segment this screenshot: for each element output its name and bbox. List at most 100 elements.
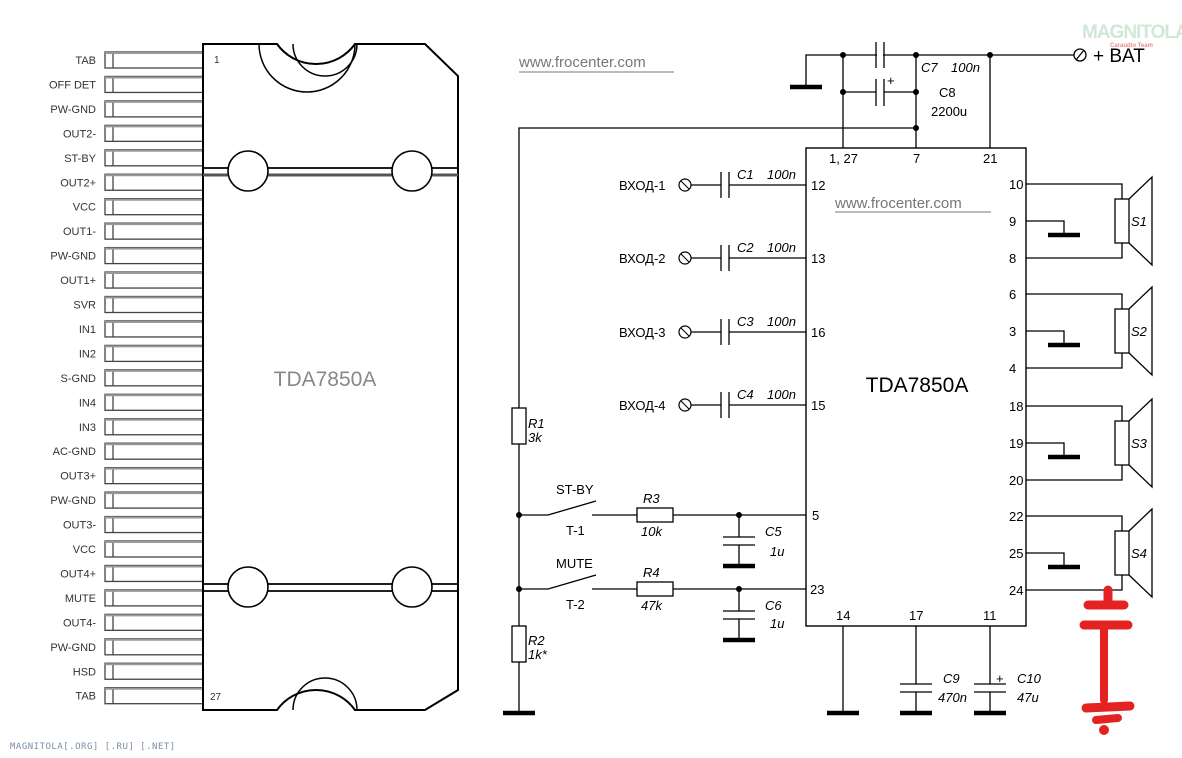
r3-resistor <box>636 507 674 523</box>
power-rail <box>518 42 1075 408</box>
speaker-icon <box>1128 285 1153 377</box>
c9-value: 470n <box>938 690 967 705</box>
pinout-pin-label: SVR <box>73 300 96 312</box>
pinout-pin-label: PW-GND <box>50 104 96 116</box>
mount-hole <box>227 150 269 192</box>
pinout-pin-label: OUT4- <box>63 617 96 629</box>
r1-value: 3k <box>528 430 543 445</box>
input-label: ВХОД-4 <box>619 398 666 413</box>
pinout-pin: OUT3- <box>63 515 204 534</box>
input-cap-value: 100n <box>767 240 796 255</box>
pinout-pin-label: HSD <box>73 666 96 678</box>
output-pin-label: 4 <box>1009 361 1016 376</box>
c10-name: C10 <box>1017 671 1042 686</box>
c8-polarity: + <box>887 73 895 88</box>
input-cap-name: C4 <box>737 387 754 402</box>
mount-hole <box>391 150 433 192</box>
pinout-pin-label: TAB <box>75 691 96 703</box>
mount-hole <box>391 566 433 608</box>
control-network <box>503 407 806 716</box>
c6-value: 1u <box>770 616 784 631</box>
input-label: ВХОД-1 <box>619 178 666 193</box>
pinout-pin-label: ST-BY <box>64 153 96 165</box>
pin-label-21: 21 <box>983 151 997 166</box>
switch-t1-name: T-1 <box>566 523 585 538</box>
input-label: ВХОД-2 <box>619 251 666 266</box>
pinout-pin-label: OUT4+ <box>60 568 96 580</box>
pinout-pin: MUTE <box>65 589 204 607</box>
pinout-pin-label: IN2 <box>79 348 96 360</box>
output-pin-label: 20 <box>1009 473 1023 488</box>
input-pin-label: 13 <box>811 251 825 266</box>
package-top-inner-arc <box>292 43 358 77</box>
output-pin-label: 24 <box>1009 583 1023 598</box>
switch-t2-label: MUTE <box>556 556 593 571</box>
magnitola-logo: MAGNITOLA <box>1082 22 1182 43</box>
pin-27-number: 27 <box>210 692 222 703</box>
input-cap-value: 100n <box>767 387 796 402</box>
bottom-network <box>827 626 1006 716</box>
r1-name: R1 <box>528 416 545 431</box>
input-cap-value: 100n <box>767 167 796 182</box>
c9-name: C9 <box>943 671 960 686</box>
pinout-pin: PW-GND <box>50 491 204 509</box>
pin-label-5: 5 <box>812 508 819 523</box>
input-channel: ВХОД-4 C4 100n 15 <box>619 387 825 418</box>
url-watermark-top: www.frocenter.com <box>518 54 646 71</box>
output-pin-label: 8 <box>1009 251 1016 266</box>
pinout-pin: TAB <box>75 687 204 705</box>
speaker-icon <box>1128 507 1153 599</box>
pinout-pin: OUT2+ <box>60 173 204 191</box>
c5-name: C5 <box>765 524 782 539</box>
c10-value: 47u <box>1017 690 1039 705</box>
speaker-label: S4 <box>1131 546 1147 561</box>
c8-name: C8 <box>939 85 956 100</box>
input-label: ВХОД-3 <box>619 325 666 340</box>
c10-polarity: + <box>996 671 1004 686</box>
pinout-pin-label: IN1 <box>79 324 96 336</box>
pinout-pin: PW-GND <box>50 100 204 118</box>
pinout-pin: VCC <box>73 540 204 558</box>
magnitola-logo-sub: Caraudio Team <box>1110 43 1153 49</box>
pinout-pin: IN2 <box>79 344 204 363</box>
pinout-pin-label: PW-GND <box>50 642 96 654</box>
r2-name: R2 <box>528 633 545 648</box>
footer-watermark: MAGNITOLA[.ORG] [.RU] [.NET] <box>10 742 176 752</box>
package-bottom-inner-arc <box>292 677 358 711</box>
c8-value: 2200u <box>931 104 967 119</box>
pinout-pin-label: IN3 <box>79 422 96 434</box>
pinout-pin: IN4 <box>79 393 204 411</box>
pinout-pin-label: PW-GND <box>50 495 96 507</box>
pinout-pin: ST-BY <box>64 149 204 167</box>
speaker-coil <box>1114 308 1130 354</box>
pinout-pin-label: VCC <box>73 202 96 214</box>
pinout-pin-label: IN4 <box>79 397 96 409</box>
r1-resistor <box>511 407 527 445</box>
output-pin-label: 6 <box>1009 287 1016 302</box>
pinout-pin: OFF DET <box>49 75 204 94</box>
r3-name: R3 <box>643 491 660 506</box>
pinout-pin-label: OUT2+ <box>60 177 96 189</box>
pinout-pin-label: OUT3- <box>63 520 96 532</box>
pinout-pin: OUT2- <box>63 124 204 142</box>
input-pin-label: 15 <box>811 398 825 413</box>
switch-t1-label: ST-BY <box>556 482 594 497</box>
pinout-chip-name: TDA7850A <box>274 368 377 391</box>
bat-label: + BAT <box>1093 46 1145 67</box>
output-pin-label: 10 <box>1009 177 1023 192</box>
pin-label-11: 11 <box>983 608 997 623</box>
r4-name: R4 <box>643 565 660 580</box>
pinout-pin: HSD <box>73 662 204 680</box>
c7-name: C7 <box>921 60 938 75</box>
pinout-pin: OUT4+ <box>60 564 204 583</box>
r2-resistor <box>511 625 527 663</box>
c5-value: 1u <box>770 544 784 559</box>
pinout-pin: SVR <box>73 295 204 314</box>
